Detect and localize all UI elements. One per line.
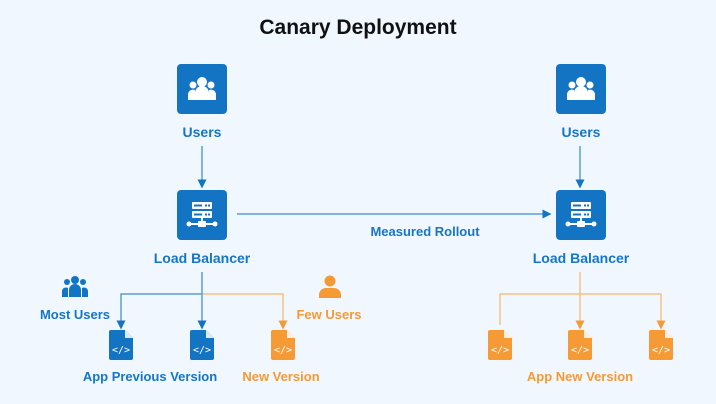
- load-balancer-box-left: [177, 190, 227, 240]
- svg-text:</>: </>: [491, 345, 509, 356]
- load-balancer-server-icon: [186, 202, 218, 227]
- branch-right-left: [499, 293, 666, 330]
- branch-new-version: [203, 293, 288, 330]
- users-group-icon: [567, 77, 595, 100]
- svg-text:</>: </>: [193, 345, 211, 356]
- branch-previous-1: [116, 272, 203, 330]
- users-label-right: Users: [561, 124, 601, 140]
- load-balancer-label-left: Load Balancer: [153, 250, 251, 266]
- most-users-label: Most Users: [39, 307, 111, 322]
- code-file-icon: </>: [271, 330, 295, 360]
- few-users-label: Few Users: [296, 307, 362, 322]
- person-icon: [319, 275, 341, 298]
- svg-text:</>: </>: [274, 345, 292, 356]
- users-box-left: [177, 64, 227, 114]
- users-box-right: [556, 64, 606, 114]
- code-file-icon: </>: [568, 330, 592, 360]
- code-file-icon: </>: [190, 330, 214, 360]
- most-users-icon: [62, 276, 88, 297]
- measured-rollout-label: Measured Rollout: [370, 224, 480, 239]
- code-file-icon: </>: [109, 330, 133, 360]
- users-label-left: Users: [182, 124, 222, 140]
- svg-text:</>: </>: [112, 345, 130, 356]
- diagram-title: Canary Deployment: [259, 16, 457, 39]
- svg-text:</>: </>: [571, 345, 589, 356]
- code-file-icon: </>: [649, 330, 673, 360]
- new-version-label: New Version: [242, 369, 320, 384]
- users-group-icon: [188, 77, 216, 100]
- load-balancer-box-right: [556, 190, 606, 240]
- app-previous-version-label: App Previous Version: [82, 369, 218, 384]
- svg-text:</>: </>: [652, 345, 670, 356]
- code-file-icon: </>: [488, 330, 512, 360]
- app-new-version-label: App New Version: [526, 369, 634, 384]
- load-balancer-server-icon: [565, 202, 597, 227]
- load-balancer-label-right: Load Balancer: [532, 250, 630, 266]
